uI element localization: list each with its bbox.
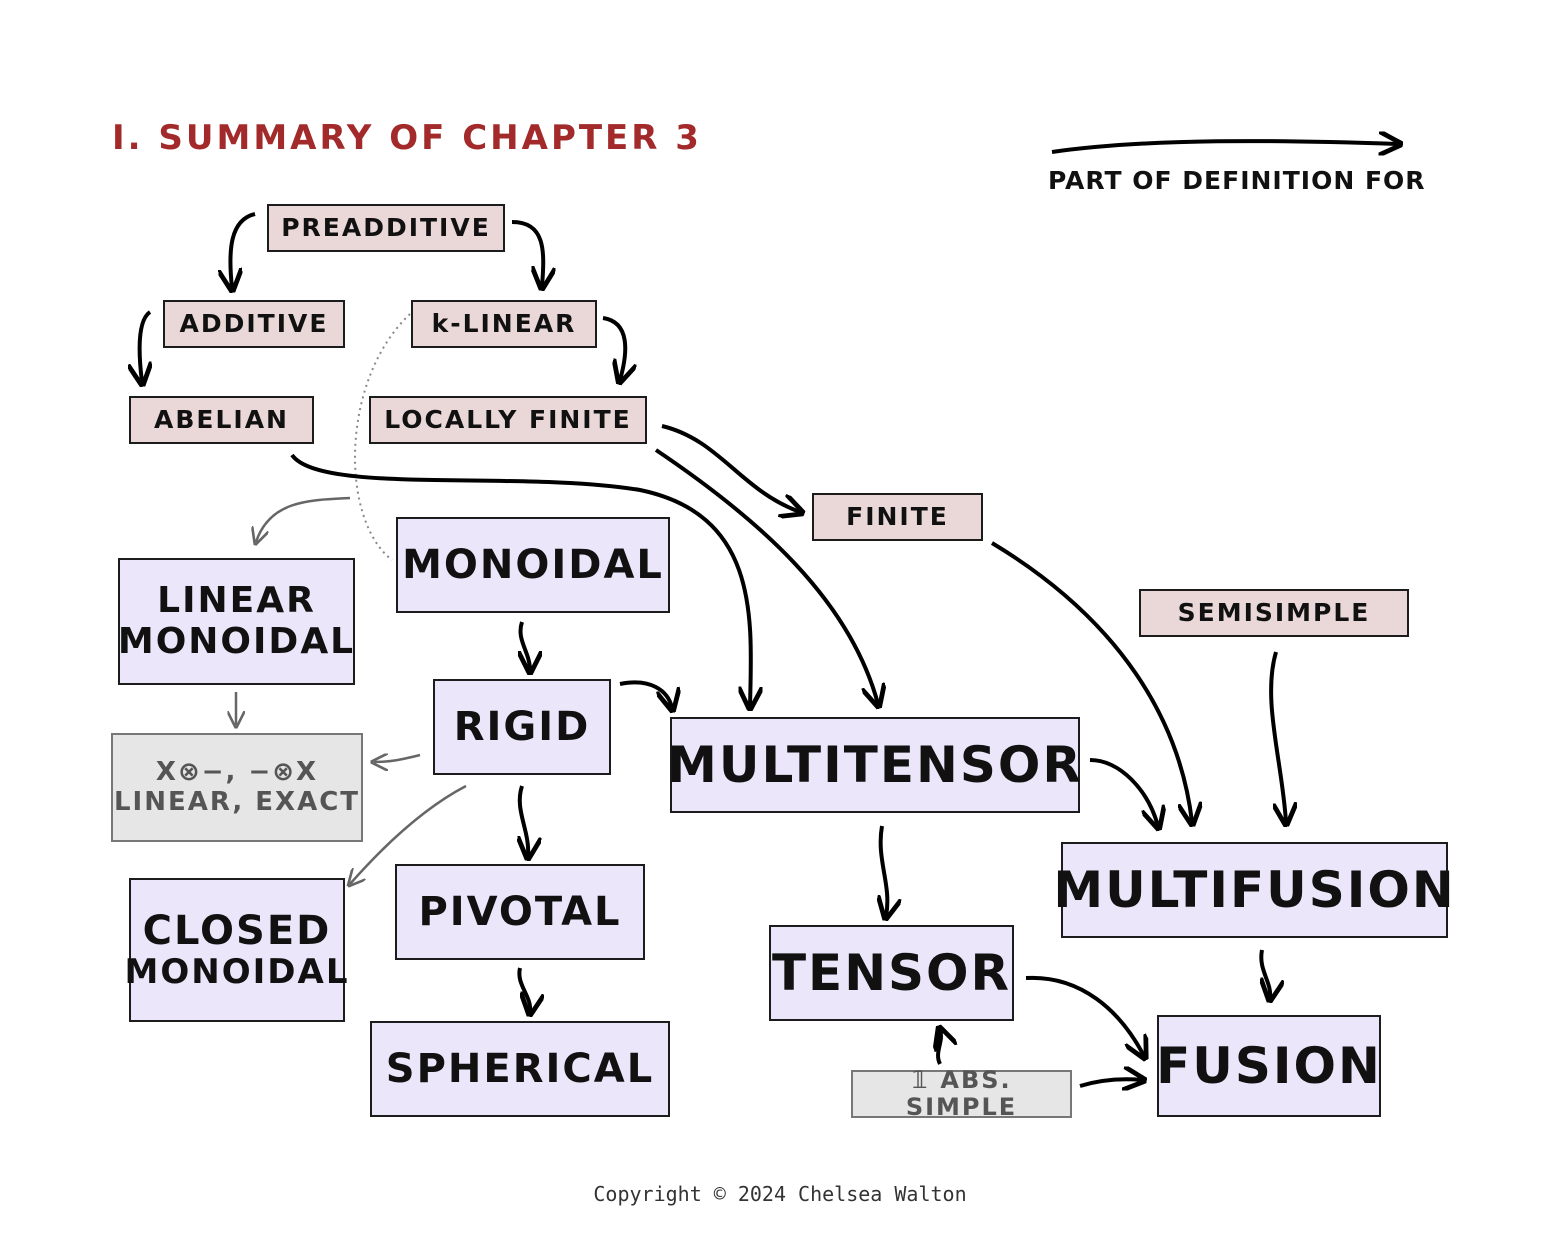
node-tensor: TENSOR bbox=[769, 925, 1014, 1021]
arrow-additive-abelian bbox=[140, 310, 150, 382]
node-multifusion: MULTIFUSION bbox=[1053, 842, 1454, 938]
node-semisimple: SEMISIMPLE bbox=[1139, 589, 1409, 637]
copyright-footer: Copyright © 2024 Chelsea Walton bbox=[593, 1182, 967, 1206]
node-closed-monoidal: CLOSED MONOIDAL bbox=[125, 878, 347, 1022]
node-exact-line1: X⊗−, −⊗X bbox=[155, 757, 319, 788]
node-linear-monoidal-line2: MONOIDAL bbox=[117, 620, 356, 662]
node-preadditive: PREADDITIVE bbox=[267, 204, 505, 252]
arrow-tensor-fusion bbox=[1025, 975, 1144, 1056]
node-abelian-label: ABELIAN bbox=[154, 405, 289, 434]
node-multitensor-label: MULTITENSOR bbox=[667, 736, 1083, 794]
node-abelian: ABELIAN bbox=[129, 396, 314, 444]
arrow-unit-fusion bbox=[1079, 1079, 1142, 1086]
node-monoidal: MONOIDAL bbox=[396, 517, 670, 613]
arrow-monoidal-rigid bbox=[521, 621, 530, 670]
arrow-unit-tensor bbox=[938, 1030, 941, 1065]
legend-label: PART OF DEFINITION FOR bbox=[1048, 166, 1426, 195]
node-k-linear: k-LINEAR bbox=[411, 300, 597, 348]
arrow-preadditive-klinear bbox=[511, 220, 543, 286]
node-linear-monoidal-line1: LINEAR bbox=[157, 580, 316, 622]
node-multifusion-label: MULTIFUSION bbox=[1053, 861, 1456, 919]
node-multitensor: MULTITENSOR bbox=[667, 717, 1083, 813]
node-unit-abs-simple-label: 𝟙 ABS. SIMPLE bbox=[905, 1066, 1018, 1121]
node-tensor-label: TENSOR bbox=[771, 944, 1012, 1002]
arrow-multitensor-multifusion bbox=[1089, 758, 1158, 826]
arrow-rigid-multitensor bbox=[619, 680, 672, 708]
node-monoidal-label: MONOIDAL bbox=[402, 541, 664, 588]
node-finite-label: FINITE bbox=[846, 502, 949, 531]
node-fusion-label: FUSION bbox=[1156, 1037, 1382, 1095]
node-preadditive-label: PREADDITIVE bbox=[281, 213, 491, 242]
node-closed-monoidal-line2: MONOIDAL bbox=[124, 952, 350, 993]
arrow-klinear-locallyfinite bbox=[602, 316, 625, 380]
arrow-multitensor-tensor bbox=[881, 825, 888, 916]
arrow-pivotal-spherical bbox=[517, 967, 530, 1012]
node-closed-monoidal-line1: CLOSED bbox=[142, 907, 332, 954]
node-spherical-label: SPHERICAL bbox=[385, 1045, 655, 1092]
arrow-locallyfinite-finite bbox=[661, 424, 800, 512]
arrow-locallyfinite-multitensor bbox=[654, 448, 878, 704]
node-locally-finite-label: LOCALLY FINITE bbox=[384, 405, 632, 434]
node-fusion: FUSION bbox=[1156, 1015, 1382, 1117]
node-locally-finite: LOCALLY FINITE bbox=[369, 396, 647, 444]
node-linear-monoidal: LINEAR MONOIDAL bbox=[118, 558, 355, 685]
node-spherical: SPHERICAL bbox=[370, 1021, 670, 1117]
node-rigid: RIGID bbox=[433, 679, 611, 775]
node-exact-line2: LINEAR, EXACT bbox=[113, 786, 361, 817]
arrow-rigid-exact bbox=[374, 755, 421, 762]
legend-arrow bbox=[1051, 141, 1398, 152]
node-rigid-label: RIGID bbox=[453, 703, 591, 750]
node-exact-condition: X⊗−, −⊗X LINEAR, EXACT bbox=[111, 733, 363, 842]
node-additive: ADDITIVE bbox=[163, 300, 345, 348]
arrow-preadditive-additive bbox=[230, 212, 256, 288]
node-pivotal-label: PIVOTAL bbox=[418, 888, 622, 935]
node-finite: FINITE bbox=[812, 493, 983, 541]
arrow-to-linear-monoidal bbox=[256, 496, 351, 542]
node-k-linear-label: k-LINEAR bbox=[431, 309, 577, 338]
diagram-title: I. SUMMARY OF CHAPTER 3 bbox=[112, 118, 702, 158]
node-additive-label: ADDITIVE bbox=[179, 309, 329, 338]
node-unit-abs-simple: 𝟙 ABS. SIMPLE bbox=[851, 1066, 1072, 1121]
node-pivotal: PIVOTAL bbox=[395, 864, 645, 960]
arrow-multifusion-fusion bbox=[1261, 949, 1270, 998]
arrow-semisimple-multifusion bbox=[1269, 651, 1286, 822]
arrow-rigid-pivotal bbox=[520, 785, 528, 856]
node-semisimple-label: SEMISIMPLE bbox=[1177, 598, 1371, 627]
